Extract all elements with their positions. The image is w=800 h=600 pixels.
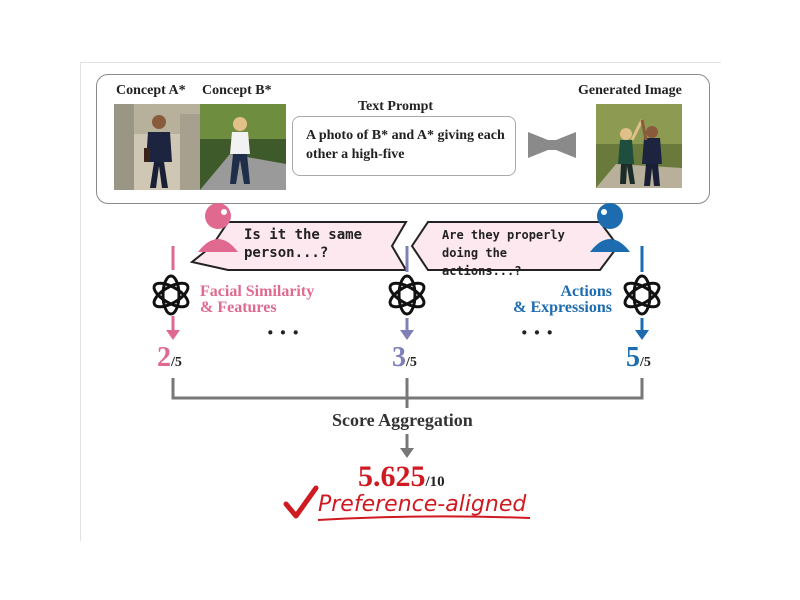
preference-aligned-label: Preference-aligned (318, 492, 527, 517)
left-criterion-line-2: & Features (200, 299, 277, 316)
left-criterion: Facial Similarity & Features (200, 284, 314, 316)
score-actions-value: 5 (626, 342, 640, 373)
score-actions-denominator: /5 (640, 355, 651, 370)
blue-person-icon (590, 203, 630, 252)
right-criterion: Actions & Expressions (498, 284, 612, 316)
text-prompt-title: Text Prompt (358, 99, 434, 114)
score-middle-value: 3 (392, 342, 406, 373)
check-icon (283, 485, 319, 519)
generated-image-label: Generated Image (578, 83, 682, 98)
llm-logo-left (152, 274, 190, 316)
final-score-value: 5.625 (358, 460, 426, 493)
ellipsis-right: ··· (520, 318, 559, 347)
score-aggregation-label: Score Aggregation (332, 410, 473, 430)
ellipsis-left: ··· (266, 318, 305, 347)
score-middle-denominator: /5 (406, 355, 417, 370)
score-facial-denominator: /5 (171, 355, 182, 370)
score-middle: 3/5 (392, 342, 417, 374)
left-question: Is it the same person...? (244, 227, 363, 261)
concept-b-photo (200, 104, 286, 190)
pink-person-icon (198, 203, 238, 252)
concept-a-label: Concept A* (116, 83, 186, 98)
left-criterion-line-1: Facial Similarity (200, 283, 315, 300)
concept-a-photo (114, 104, 200, 190)
score-actions: 5/5 (626, 342, 651, 374)
final-score: 5.625/10 (358, 460, 445, 494)
llm-logo-middle (388, 274, 426, 316)
pref-underline (317, 515, 531, 521)
llm-logo-right (623, 274, 661, 316)
final-score-denominator: /10 (425, 474, 445, 490)
right-criterion-line-2: & Expressions (513, 299, 612, 316)
prompt-box (292, 116, 516, 176)
prompt-text: A photo of B* and A* giving each other a… (306, 128, 505, 162)
right-criterion-line-1: Actions (560, 283, 612, 300)
score-facial: 2/5 (157, 342, 182, 374)
concept-b-label: Concept B* (202, 83, 272, 98)
model-icon (528, 132, 576, 158)
right-question: Are they properly doing the actions...? (442, 228, 565, 278)
score-facial-value: 2 (157, 342, 171, 373)
generated-image (596, 104, 682, 188)
